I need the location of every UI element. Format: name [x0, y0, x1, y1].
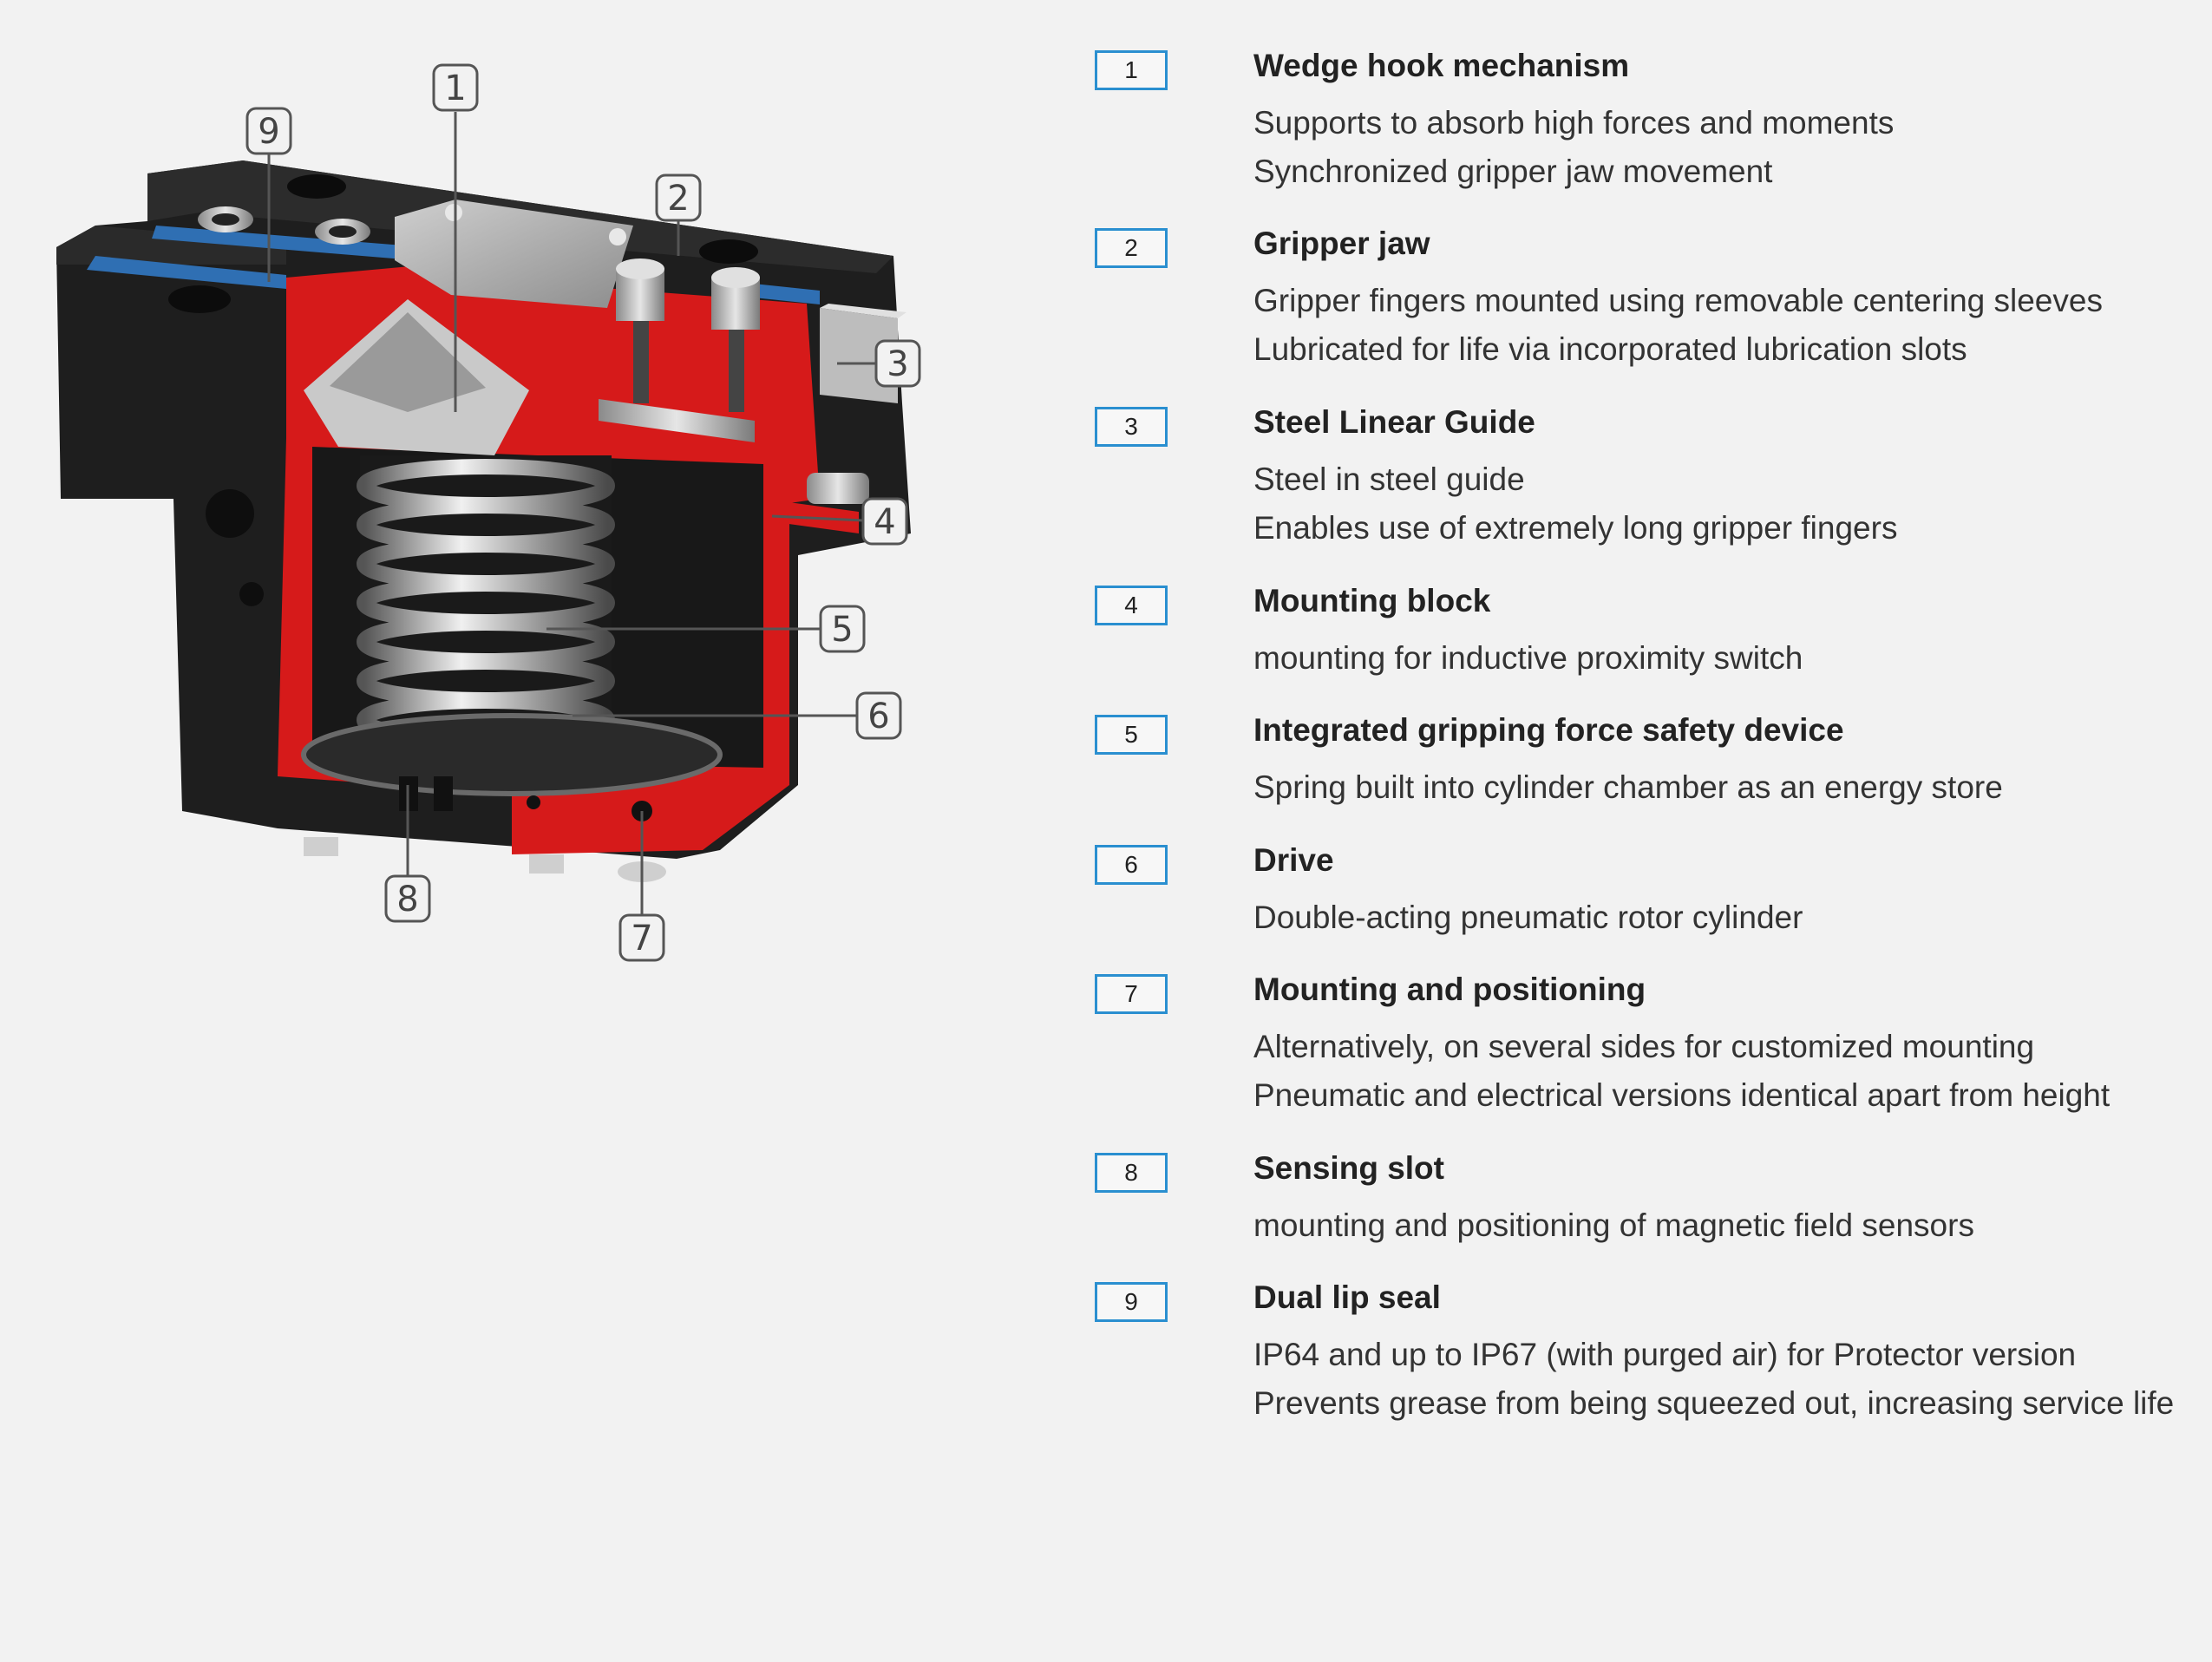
feature-description: Lubricated for life via incorporated lub… — [1253, 331, 1967, 367]
feature-item-6: 6 Drive Double-acting pneumatic rotor cy… — [1095, 838, 2196, 967]
feature-item-3: 3 Steel Linear Guide Steel in steel guid… — [1095, 400, 2196, 579]
feature-number-badge: 4 — [1095, 586, 1168, 625]
feature-title: Dual lip seal — [1253, 1279, 1441, 1315]
callout-8: 8 — [384, 874, 431, 923]
callout-7: 7 — [618, 913, 665, 962]
feature-number-badge: 6 — [1095, 845, 1168, 885]
feature-description: mounting for inductive proximity switch — [1253, 640, 1803, 676]
feature-description: Synchronized gripper jaw movement — [1253, 154, 1773, 189]
feature-number-badge: 1 — [1095, 50, 1168, 90]
gripper-cutaway-diagram: 1 2 3 4 5 6 7 8 — [43, 48, 980, 985]
feature-number-badge: 7 — [1095, 974, 1168, 1014]
feature-item-2: 2 Gripper jaw Gripper fingers mounted us… — [1095, 221, 2196, 400]
feature-item-7: 7 Mounting and positioning Alternatively… — [1095, 967, 2196, 1146]
leader-lines — [267, 112, 876, 915]
feature-description: Enables use of extremely long gripper fi… — [1253, 510, 1898, 546]
feature-list: 1 Wedge hook mechanism Supports to absor… — [1095, 43, 2196, 1428]
spring — [301, 455, 723, 796]
feature-title: Drive — [1253, 842, 1334, 878]
leader-line-4 — [771, 514, 864, 522]
svg-text:3: 3 — [887, 344, 908, 384]
callout-5: 5 — [819, 605, 866, 653]
svg-text:7: 7 — [631, 919, 652, 959]
svg-text:6: 6 — [867, 697, 889, 736]
svg-text:5: 5 — [831, 610, 853, 650]
callout-4: 4 — [861, 497, 908, 546]
feature-item-4: 4 Mounting block mounting for inductive … — [1095, 579, 2196, 708]
feature-title: Mounting and positioning — [1253, 972, 1646, 1007]
feature-description: Supports to absorb high forces and momen… — [1253, 105, 1895, 141]
svg-text:8: 8 — [396, 880, 418, 919]
callout-3: 3 — [874, 339, 921, 388]
feature-item-9: 9 Dual lip seal IP64 and up to IP67 (wit… — [1095, 1275, 2196, 1428]
svg-text:1: 1 — [444, 69, 466, 108]
feature-item-5: 5 Integrated gripping force safety devic… — [1095, 708, 2196, 838]
feature-description: mounting and positioning of magnetic fie… — [1253, 1207, 1974, 1243]
feature-number-badge: 2 — [1095, 228, 1168, 268]
svg-text:2: 2 — [667, 179, 689, 219]
callout-2: 2 — [655, 173, 702, 222]
callout-1: 1 — [432, 63, 479, 112]
feature-item-1: 1 Wedge hook mechanism Supports to absor… — [1095, 43, 2196, 221]
feature-description: Gripper fingers mounted using removable … — [1253, 283, 2103, 318]
feature-description: IP64 and up to IP67 (with purged air) fo… — [1253, 1337, 2077, 1372]
feature-description: Double-acting pneumatic rotor cylinder — [1253, 900, 1803, 935]
feature-description: Alternatively, on several sides for cust… — [1253, 1029, 2035, 1064]
gripper-cutaway-illustration: 1 2 3 4 5 6 7 8 — [56, 63, 921, 962]
feature-title: Wedge hook mechanism — [1253, 48, 1630, 83]
callout-9: 9 — [245, 107, 292, 155]
feature-description: Pneumatic and electrical versions identi… — [1253, 1077, 2111, 1113]
feature-number-badge: 9 — [1095, 1282, 1168, 1322]
feature-number-badge: 8 — [1095, 1153, 1168, 1193]
feature-number-badge: 5 — [1095, 715, 1168, 755]
feature-description: Spring built into cylinder chamber as an… — [1253, 769, 2003, 805]
feature-title: Mounting block — [1253, 583, 1491, 618]
svg-text:4: 4 — [874, 502, 895, 542]
feature-number-badge: 3 — [1095, 407, 1168, 447]
screws — [198, 206, 869, 504]
svg-text:9: 9 — [258, 112, 279, 152]
feature-title: Steel Linear Guide — [1253, 404, 1535, 440]
feature-item-8: 8 Sensing slot mounting and positioning … — [1095, 1146, 2196, 1275]
feature-title: Gripper jaw — [1253, 226, 1430, 261]
feature-title: Sensing slot — [1253, 1150, 1444, 1186]
feature-description: Steel in steel guide — [1253, 461, 1525, 497]
feature-title: Integrated gripping force safety device — [1253, 712, 1844, 748]
callout-6: 6 — [855, 691, 902, 740]
feature-description: Prevents grease from being squeezed out,… — [1253, 1385, 2175, 1421]
